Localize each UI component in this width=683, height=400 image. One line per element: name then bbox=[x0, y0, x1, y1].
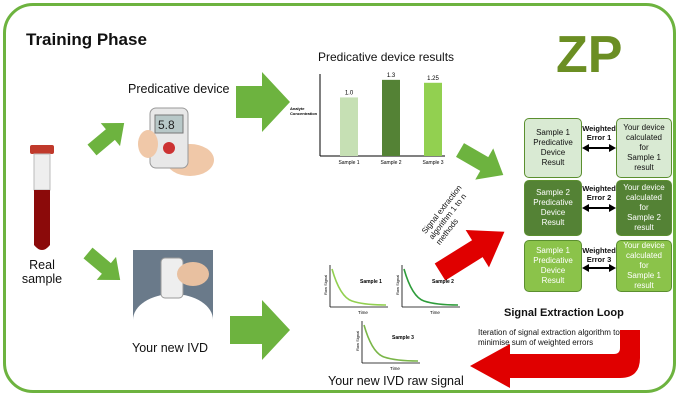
double-arrows bbox=[582, 144, 616, 272]
arrow-to-ivd bbox=[83, 247, 121, 280]
row1-device-result: Your device calculated for Sample 1 resu… bbox=[616, 118, 672, 178]
loop-arrow bbox=[470, 330, 640, 388]
signal-extraction-loop-title: Signal Extraction Loop bbox=[504, 307, 624, 319]
your-new-ivd-label: Your new IVD bbox=[132, 341, 208, 355]
ivd-image bbox=[133, 250, 213, 320]
double-arrow-3 bbox=[582, 264, 616, 272]
row1-predicative-result: Sample 1 Predicative Device Result bbox=[524, 118, 582, 178]
bar-category-label-3: Sample 3 bbox=[422, 160, 443, 166]
double-arrow-1 bbox=[582, 144, 616, 152]
row2-device-result: Your device calculated for Sample 2 resu… bbox=[616, 180, 672, 236]
raw-signal-curve bbox=[363, 324, 419, 362]
arrow-to-results-boxes bbox=[456, 143, 504, 180]
raw-xlabel: Time bbox=[430, 310, 440, 315]
results-chart-title: Predicative device results bbox=[318, 50, 455, 64]
raw-signal-plot-1: Sample 1 Time Raw Signal bbox=[323, 265, 388, 315]
row1-weighted-error: Weighted Error 1 bbox=[582, 124, 616, 142]
bar-1 bbox=[340, 97, 358, 156]
arrow-to-device bbox=[87, 123, 125, 156]
bar-category-label-2: Sample 2 bbox=[380, 160, 401, 166]
bar-category-label-1: Sample 1 bbox=[338, 160, 359, 166]
page-title: Training Phase bbox=[26, 30, 147, 49]
logo-text: ZP bbox=[556, 26, 622, 80]
raw-xlabel: Time bbox=[358, 310, 368, 315]
bar-value-label-3: 1.25 bbox=[427, 76, 439, 82]
raw-xlabel: Time bbox=[390, 366, 400, 371]
row2-weighted-error: Weighted Error 2 bbox=[582, 184, 616, 202]
raw-signal-plot-2: Sample 2 Time Raw Signal bbox=[395, 265, 460, 315]
loop-description: Iteration of signal extraction algorithm… bbox=[478, 328, 620, 348]
double-arrow-2 bbox=[582, 204, 616, 212]
raw-sample-label: Sample 1 bbox=[360, 279, 382, 285]
svg-text:5.8: 5.8 bbox=[158, 118, 175, 132]
raw-signal-plot-3: Sample 3 Time Raw Signal bbox=[355, 321, 420, 371]
raw-ylabel: Raw Signal bbox=[355, 331, 360, 351]
bar-3 bbox=[424, 82, 442, 156]
arrow-to-results bbox=[236, 72, 290, 132]
raw-ylabel: Raw Signal bbox=[323, 275, 328, 295]
row2-predicative-result: Sample 2 Predicative Device Result bbox=[524, 180, 582, 236]
bar-value-label-2: 1.3 bbox=[387, 73, 396, 79]
row3-predicative-result: Sample 1 Predicative Device Result bbox=[524, 240, 582, 292]
raw-sample-label: Sample 2 bbox=[432, 279, 454, 285]
zp-logo: ZP bbox=[556, 26, 622, 80]
row3-weighted-error: Weighted Error 3 bbox=[582, 246, 616, 264]
glucometer-image: 5.8 bbox=[138, 107, 214, 176]
raw-ylabel: Raw Signal bbox=[395, 275, 400, 295]
bar-2 bbox=[382, 79, 400, 156]
real-sample-label: Real sample bbox=[21, 258, 63, 286]
raw-sample-label: Sample 3 bbox=[392, 335, 414, 341]
arrow-to-raw-signal bbox=[230, 300, 290, 360]
row3-device-result: Your device calculated for Sample 1 resu… bbox=[616, 240, 672, 292]
raw-signal-curve bbox=[331, 268, 387, 306]
blood-tube-image bbox=[30, 145, 54, 250]
diagram-frame bbox=[3, 3, 676, 393]
raw-signal-curve bbox=[403, 268, 459, 306]
bar-value-label-1: 1.0 bbox=[345, 90, 354, 96]
red-arrow-to-boxes bbox=[434, 230, 505, 281]
predicative-device-label: Predicative device bbox=[128, 82, 230, 96]
raw-signal-title: Your new IVD raw signal bbox=[328, 374, 464, 388]
